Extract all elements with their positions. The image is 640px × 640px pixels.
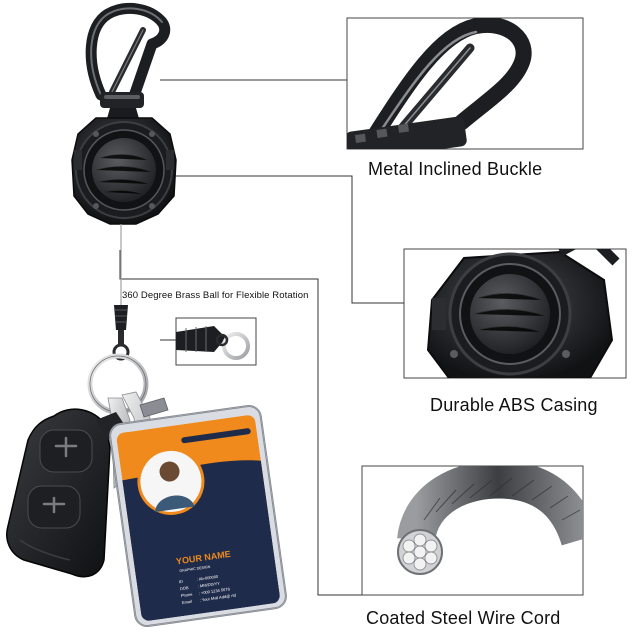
brass-ball-swivel bbox=[112, 305, 130, 361]
id-field-key: Phone bbox=[181, 591, 194, 598]
callout-leader-lines bbox=[119, 79, 404, 596]
inset-cord-detail bbox=[361, 465, 584, 596]
inset-swivel-detail bbox=[175, 317, 257, 366]
id-field-value: : MM/DD/YY bbox=[197, 581, 220, 589]
id-field-key: ID bbox=[179, 579, 184, 585]
id-field-value: : Your Mail Add@ rfd bbox=[199, 593, 236, 603]
callout-label-brass-ball: 360 Degree Brass Ball for Flexible Rotat… bbox=[122, 290, 309, 301]
leader-line-casing bbox=[172, 175, 404, 304]
id-card-holder: YOUR NAME GRAPHIC DESIGN ID : Ab-000000 … bbox=[109, 397, 287, 628]
id-field-key: Email bbox=[182, 599, 193, 605]
callout-label-buckle: Metal Inclined Buckle bbox=[368, 159, 543, 179]
id-field-key: DOB bbox=[180, 585, 190, 591]
id-field-value: : Ab-000000 bbox=[196, 574, 219, 582]
inset-casing-detail bbox=[403, 248, 627, 379]
carabiner-buckle bbox=[85, 2, 171, 122]
id-title: GRAPHIC DESIGN bbox=[179, 565, 211, 573]
reel-casing bbox=[71, 117, 177, 225]
id-field-value: : +000 1234 5678 bbox=[198, 586, 230, 595]
inset-buckle-detail bbox=[346, 17, 584, 150]
callout-label-cord: Coated Steel Wire Cord bbox=[366, 608, 561, 628]
retractable-reel: YOUR NAME GRAPHIC DESIGN ID : Ab-000000 … bbox=[6, 2, 287, 628]
leader-line-brass-ball bbox=[119, 250, 362, 596]
car-key-fob bbox=[6, 408, 124, 578]
callout-label-casing: Durable ABS Casing bbox=[430, 395, 598, 415]
